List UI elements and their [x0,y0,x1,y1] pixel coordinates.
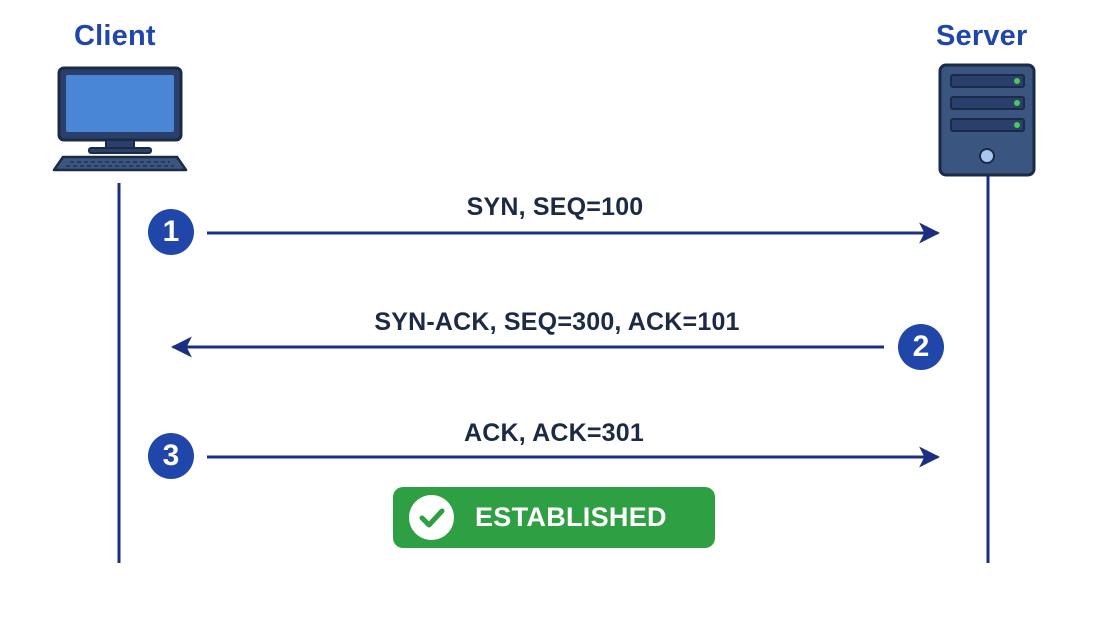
desktop-computer-icon [52,66,188,172]
step-badge-1: 1 [148,209,194,255]
message-label-3: ACK, ACK=301 [463,419,645,447]
server-label: Server [936,20,1028,52]
step-badge-3: 3 [148,433,194,479]
status-label: ESTABLISHED [475,502,667,532]
message-label-1: SYN, SEQ=100 [466,193,644,221]
checkmark-icon [409,495,454,540]
status-badge: ESTABLISHED [393,487,715,548]
server-tower-icon [938,63,1036,177]
message-label-2: SYN-ACK, SEQ=300, ACK=101 [374,308,740,336]
step-badge-2: 2 [898,324,944,370]
client-label: Client [74,20,156,52]
